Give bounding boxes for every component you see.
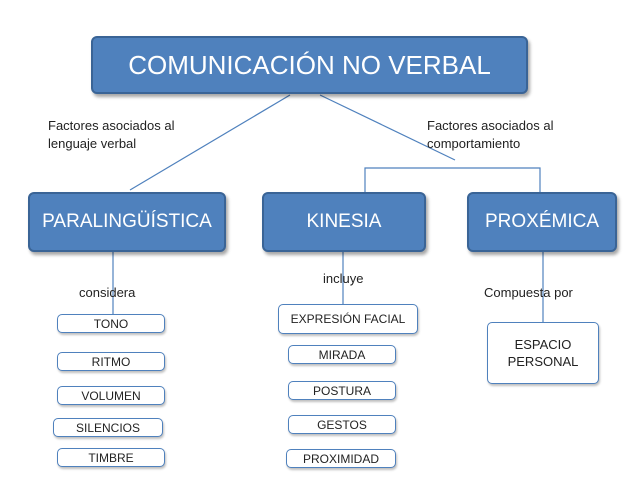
left-branch-label: Factores asociados al lenguaje verbal xyxy=(48,118,175,151)
item-tono: TONO xyxy=(57,314,165,333)
item-volumen: VOLUMEN xyxy=(57,386,165,405)
item-postura: POSTURA xyxy=(288,381,396,400)
item-expresion-facial: EXPRESIÓN FACIAL xyxy=(278,304,418,334)
item-ritmo: RITMO xyxy=(57,352,165,371)
item-gestos: GESTOS xyxy=(288,415,396,434)
line-root-right xyxy=(319,94,456,161)
item-mirada: MIRADA xyxy=(288,345,396,364)
item-silencios: SILENCIOS xyxy=(53,418,163,437)
label-compuesta-por: Compuesta por xyxy=(484,285,573,300)
line-root-left xyxy=(129,94,291,191)
node-kinesia: KINESIA xyxy=(262,192,426,252)
line-right-bracket xyxy=(364,167,541,192)
label-incluye: incluye xyxy=(323,271,364,286)
right-branch-label: Factores asociados al comportamiento xyxy=(427,118,554,151)
node-paralinguistica: PARALINGÜÍSTICA xyxy=(28,192,226,252)
item-timbre: TIMBRE xyxy=(57,448,165,467)
item-espacio-personal: ESPACIO PERSONAL xyxy=(487,322,599,384)
title-node: COMUNICACIÓN NO VERBAL xyxy=(91,36,528,94)
label-considera: considera xyxy=(79,285,136,300)
title-text: COMUNICACIÓN NO VERBAL xyxy=(128,49,491,80)
item-proximidad: PROXIMIDAD xyxy=(286,449,396,468)
node-proxemica: PROXÉMICA xyxy=(467,192,617,252)
